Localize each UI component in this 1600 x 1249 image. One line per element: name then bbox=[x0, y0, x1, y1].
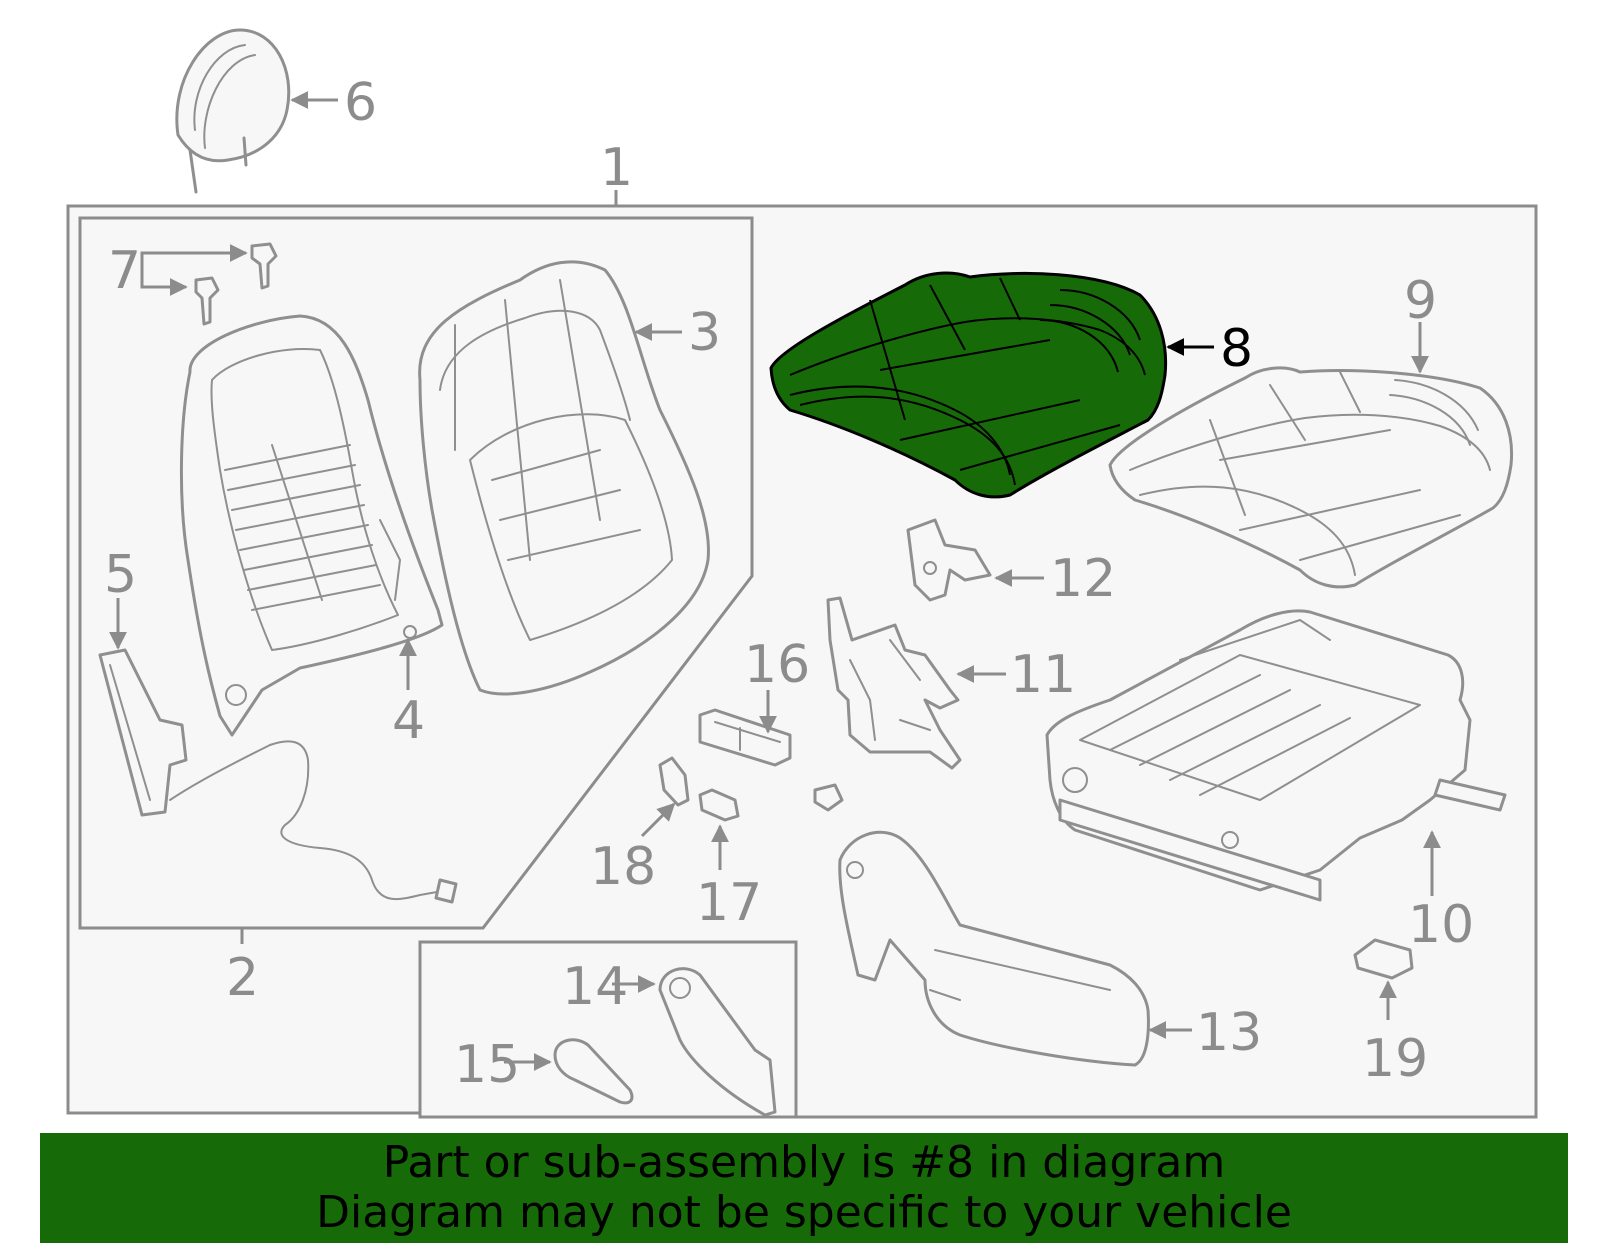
callout-10: 10 bbox=[1408, 895, 1474, 955]
clip-part-17 bbox=[698, 788, 740, 822]
clip-parts bbox=[194, 242, 278, 326]
bracket-part-12 bbox=[906, 518, 992, 602]
callout-13: 13 bbox=[1196, 1003, 1262, 1063]
callout-labels: 1 2 3 4 5 6 7 8 9 10 11 12 13 14 15 16 1… bbox=[104, 73, 1474, 1095]
seat-cushion-pad-part bbox=[769, 271, 1168, 499]
part-info-banner: Part or sub-assembly is #8 in diagram Di… bbox=[40, 1133, 1568, 1243]
callout-3: 3 bbox=[688, 303, 721, 363]
recliner-cover-part bbox=[658, 967, 777, 1117]
callout-18: 18 bbox=[590, 837, 656, 897]
callout-16: 16 bbox=[744, 635, 810, 695]
callout-14: 14 bbox=[562, 957, 628, 1017]
callout-9: 9 bbox=[1404, 271, 1437, 331]
bracket-part-11 bbox=[826, 596, 962, 770]
callout-7: 7 bbox=[108, 241, 141, 301]
seat-track-part bbox=[1045, 609, 1507, 902]
clip-part-19 bbox=[1353, 938, 1414, 980]
side-trim-part bbox=[98, 648, 458, 904]
seatback-cover-part bbox=[418, 260, 710, 696]
recliner-handle-part bbox=[553, 1038, 634, 1105]
seat-cushion-cover-part bbox=[1108, 366, 1514, 589]
callout-12: 12 bbox=[1050, 549, 1116, 609]
banner-line-1: Part or sub-assembly is #8 in diagram bbox=[382, 1137, 1226, 1188]
callout-6: 6 bbox=[344, 73, 377, 133]
callout-2: 2 bbox=[226, 948, 259, 1008]
callout-11: 11 bbox=[1010, 645, 1076, 705]
callout-8: 8 bbox=[1220, 319, 1253, 379]
callout-17: 17 bbox=[696, 873, 762, 933]
leader-lines bbox=[109, 91, 1441, 1071]
callout-1: 1 bbox=[600, 138, 633, 198]
callout-5: 5 bbox=[104, 545, 137, 605]
connector-part-16 bbox=[698, 708, 792, 767]
callout-19: 19 bbox=[1362, 1029, 1428, 1089]
clip-part-18 bbox=[658, 756, 690, 807]
seatback-frame-part bbox=[179, 314, 444, 737]
headrest-part bbox=[175, 28, 291, 194]
callout-15: 15 bbox=[454, 1035, 520, 1095]
side-shield-part bbox=[838, 830, 1150, 1067]
callout-4: 4 bbox=[392, 691, 425, 751]
small-clip bbox=[813, 783, 844, 812]
banner-line-2: Diagram may not be specific to your vehi… bbox=[316, 1187, 1292, 1238]
